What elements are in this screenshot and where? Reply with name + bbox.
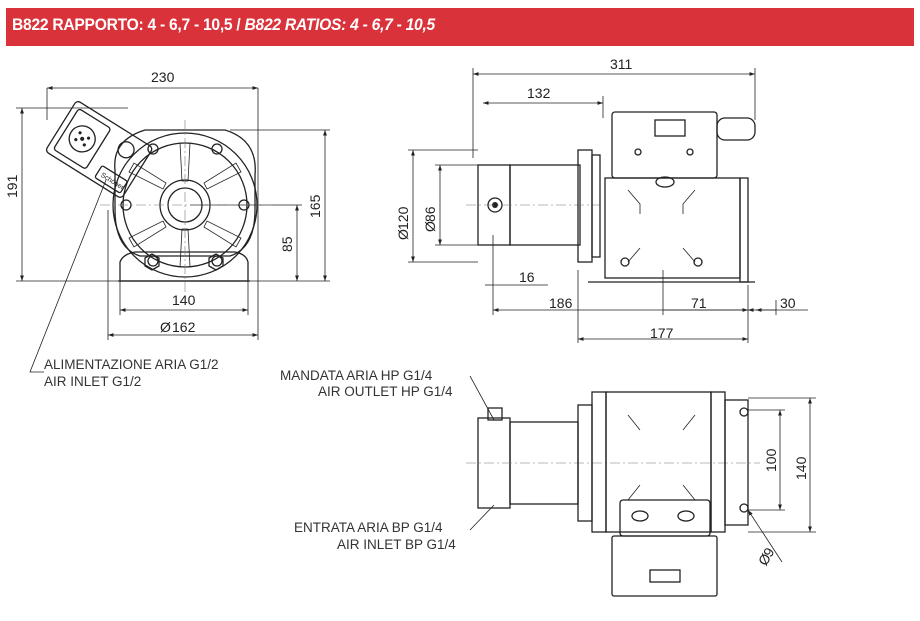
front-view: 230 191 165 85 140 Ø 162 [4,69,330,389]
dim-177: 177 [650,325,674,341]
diameter-symbol-b: Ø [422,221,438,232]
title-text: B822 RAPPORTO: 4 - 6,7 - 10,5 / B822 RAT… [12,15,435,35]
diameter-symbol: Ø [160,319,171,335]
dim-86: 86 [422,206,438,222]
title-banner: B822 RAPPORTO: 4 - 6,7 - 10,5 / B822 RAT… [6,8,914,46]
label-inlet-it: ENTRATA ARIA BP G1/4 [294,520,443,535]
label-outlet-en: AIR OUTLET HP G1/4 [318,384,453,399]
label-air-inlet-it: ALIMENTAZIONE ARIA G1/2 [44,357,219,372]
dim-132: 132 [527,85,551,101]
label-inlet-en: AIR INLET BP G1/4 [337,537,456,552]
dim-120: 120 [395,206,411,230]
dim-30: 30 [780,295,796,311]
dim-191: 191 [4,174,20,198]
dim-186: 186 [549,295,573,311]
dim-100: 100 [763,448,779,472]
top-view: 140 100 Ø 9 MANDATA ARIA HP G1/4 AIR OUT… [280,368,816,597]
dim-162: 162 [172,319,196,335]
dim-140-top: 140 [793,456,809,480]
side-view: 311 132 120 86 16 186 71 30 177 Ø Ø [395,56,808,343]
dim-140-base: 140 [172,292,196,308]
label-outlet-it: MANDATA ARIA HP G1/4 [280,368,433,383]
dim-165: 165 [307,194,323,218]
diameter-symbol-a: Ø [395,229,411,240]
dim-311: 311 [610,56,633,72]
label-air-inlet-en: AIR INLET G1/2 [44,374,141,389]
dim-85: 85 [279,236,295,252]
title-english: B822 RATIOS: 4 - 6,7 - 10,5 [244,15,436,34]
dim-16: 16 [519,269,535,285]
title-italian: B822 RAPPORTO: 4 - 6,7 - 10,5 / [12,15,245,34]
dim-230: 230 [151,69,175,85]
dim-71: 71 [691,295,707,311]
